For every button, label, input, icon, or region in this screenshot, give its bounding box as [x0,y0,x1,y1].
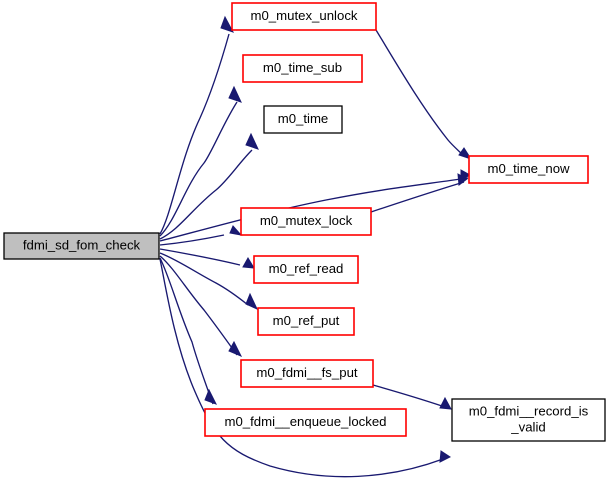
node-box-m0_ref_put[interactable] [257,307,355,336]
node-label-fdmi_sd_fom_check: fdmi_sd_fom_check [23,237,141,252]
arrowhead-m0_fdmi__fs_put [228,340,243,357]
node-fdmi_sd_fom_check[interactable]: fdmi_sd_fom_check [3,232,160,260]
arrowhead-m0_time_now [458,147,473,160]
arrowhead-m0_time [245,132,259,150]
arrowhead-m0_fdmi__enqueue_locked [204,388,218,405]
node-label-m0_time_now: m0_time_now [487,161,570,176]
edge-fdmi_sd_fom_check-to-m0_fdmi__fs_put [159,255,238,356]
edge-m0_mutex_unlock-to-m0_time_now [375,29,465,157]
arrowhead-m0_ref_read [242,257,255,269]
edge-m0_mutex_lock-to-m0_time_now [370,181,465,213]
node-label-m0_time_sub: m0_time_sub [263,60,342,75]
node-label-m0_time: m0_time [278,111,329,126]
edges-layer [159,15,473,478]
arrowhead-m0_mutex_unlock [220,15,235,33]
node-m0_fdmi__fs_put[interactable]: m0_fdmi__fs_put [240,359,374,388]
node-m0_ref_put[interactable]: m0_ref_put [257,307,355,336]
nodes-layer: fdmi_sd_fom_checkm0_mutex_unlockm0_time_… [3,2,606,442]
node-m0_ref_read[interactable]: m0_ref_read [253,255,359,284]
node-box-m0_fdmi__fs_put[interactable] [240,359,374,388]
edge-fdmi_sd_fom_check-to-m0_ref_read [159,248,241,266]
edge-fdmi_sd_fom_check-to-m0_fdmi__enqueue_locked [159,257,214,405]
node-box-m0_mutex_lock[interactable] [240,207,372,236]
arrowhead-m0_ref_put [245,292,259,311]
node-label-m0_fdmi__fs_put: m0_fdmi__fs_put [256,365,357,380]
node-label-m0_mutex_unlock: m0_mutex_unlock [250,8,357,23]
node-box-m0_ref_read[interactable] [253,255,359,284]
node-box-m0_time_sub[interactable] [242,54,363,83]
node-label-m0_mutex_lock: m0_mutex_lock [260,213,353,228]
node-m0_fdmi__enqueue_locked[interactable]: m0_fdmi__enqueue_locked [204,408,407,437]
edge-fdmi_sd_fom_check-to-m0_mutex_lock [159,234,225,246]
node-label-m0_fdmi__record_is_valid: m0_fdmi__record_is [469,403,589,418]
arrowhead-m0_fdmi__record_is_valid [439,396,452,410]
edge-fdmi_sd_fom_check-to-m0_fdmi__record_is_valid [159,258,444,478]
node-box-m0_time[interactable] [263,105,343,134]
node-box-m0_mutex_unlock[interactable] [231,2,377,31]
node-label-m0_fdmi__record_is_valid: _valid [510,419,545,434]
node-m0_mutex_lock[interactable]: m0_mutex_lock [240,207,372,236]
arrowhead-m0_time_now [457,173,468,186]
edge-fdmi_sd_fom_check-to-m0_ref_put [159,252,249,306]
node-m0_time_now[interactable]: m0_time_now [468,155,589,184]
edge-fdmi_sd_fom_check-to-m0_mutex_unlock [159,33,230,235]
node-m0_time[interactable]: m0_time [263,105,343,134]
node-label-m0_ref_read: m0_ref_read [269,261,344,276]
arrowhead-m0_time_sub [228,85,242,103]
node-box-m0_fdmi__record_is_valid[interactable] [451,398,606,442]
node-box-fdmi_sd_fom_check[interactable] [3,232,160,260]
node-box-m0_time_now[interactable] [468,155,589,184]
node-m0_time_sub[interactable]: m0_time_sub [242,54,363,83]
arrowhead-m0_mutex_lock [229,225,243,236]
edge-fdmi_sd_fom_check-to-m0_time_now [159,177,469,242]
arrowhead-m0_fdmi__record_is_valid [439,450,451,463]
node-box-m0_fdmi__enqueue_locked[interactable] [204,408,407,437]
edge-m0_fdmi__fs_put-to-m0_fdmi__record_is_valid [372,384,443,407]
node-label-m0_fdmi__enqueue_locked: m0_fdmi__enqueue_locked [224,414,386,429]
edge-fdmi_sd_fom_check-to-m0_time_sub [159,101,238,237]
node-label-m0_ref_put: m0_ref_put [273,313,340,328]
node-m0_mutex_unlock[interactable]: m0_mutex_unlock [231,2,377,31]
node-m0_fdmi__record_is_valid[interactable]: m0_fdmi__record_is_valid [451,398,606,442]
edge-fdmi_sd_fom_check-to-m0_time [159,149,253,240]
